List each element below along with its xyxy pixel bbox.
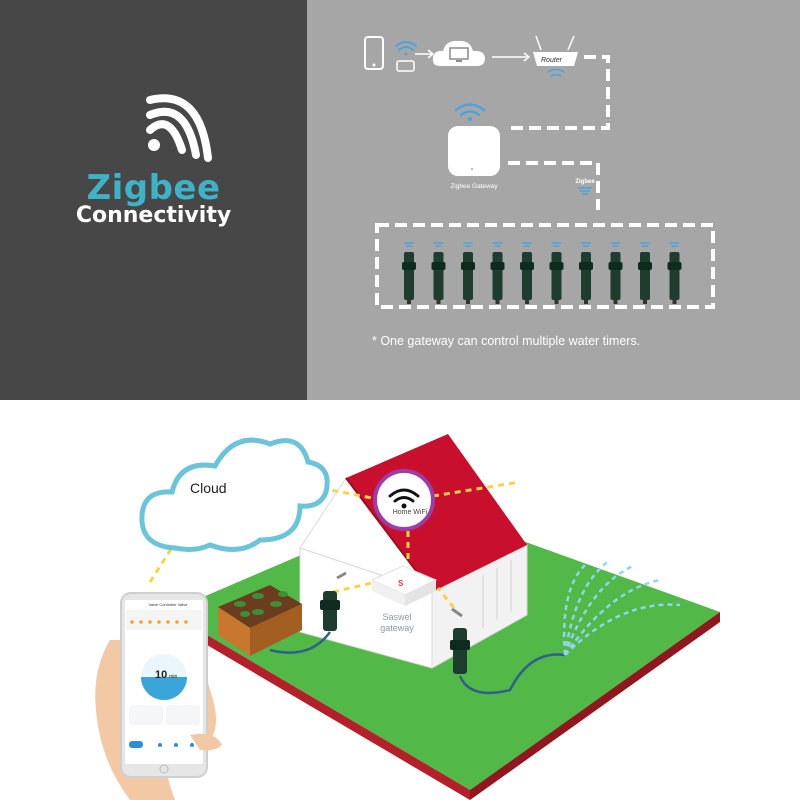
router-icon	[533, 35, 578, 77]
phone-value-unit: min	[169, 674, 178, 680]
gateway-icon	[448, 103, 500, 176]
home-wifi-label: Home WiFi	[392, 509, 428, 516]
timer-group-box	[375, 223, 715, 309]
water-timer-icon	[608, 242, 623, 304]
garden-illustration: S	[95, 434, 720, 800]
gateway-label: Zigbee Gateway	[450, 183, 498, 190]
saswel-gateway-icon: S	[370, 565, 438, 606]
thumb	[190, 733, 222, 751]
water-timer-icon	[579, 242, 593, 304]
water-timer-icon	[638, 242, 652, 304]
wifi-icon	[395, 41, 417, 56]
water-timer-list	[402, 242, 682, 304]
smartphone-device	[120, 592, 208, 778]
water-timer-icon	[461, 242, 475, 304]
garden-scene: S	[0, 400, 800, 800]
zigbee-title: Zigbee	[86, 168, 221, 208]
water-timer-device	[450, 607, 470, 674]
svg-text:S: S	[398, 579, 404, 588]
home-wifi-icon	[373, 469, 435, 531]
water-timer-icon	[402, 242, 416, 304]
cloud-monitor-icon	[432, 40, 485, 66]
router-small-icon	[396, 60, 415, 72]
water-timer-icon	[549, 242, 564, 304]
water-timer-icon	[490, 242, 505, 304]
water-timer-icon	[667, 242, 682, 304]
router-label: Router	[541, 57, 563, 64]
network-diagram: Router Zigbee Gateway Zigbee * One gatew…	[364, 35, 715, 348]
zigbee-infographic: Zigbee Connectivity	[0, 0, 800, 400]
network-diagram-panel	[307, 0, 800, 400]
footnote: * One gateway can control multiple water…	[372, 334, 640, 348]
zigbee-subtitle: Connectivity	[75, 203, 232, 228]
smartphone-icon	[364, 36, 384, 70]
water-timer-device	[320, 571, 347, 631]
hoses	[269, 631, 566, 695]
cloud-icon	[139, 437, 330, 552]
water-timer-icon	[431, 242, 446, 304]
water-timer-icon	[520, 242, 534, 304]
zigbee-signal-icon	[146, 94, 212, 162]
zigbee-small-label: Zigbee	[575, 179, 595, 185]
sprinkler-spray	[562, 558, 681, 656]
phone-value-number: 10	[155, 669, 168, 681]
saswel-gateway-label: Saswel gateway	[380, 612, 414, 633]
planter-box	[218, 585, 302, 656]
cloud-label: Cloud	[190, 480, 227, 496]
phone-app-title: Valve Controller Valve	[148, 602, 188, 607]
zigbee-small-signal-icon	[578, 187, 592, 195]
zigbee-title-panel: Zigbee Connectivity	[0, 0, 307, 400]
